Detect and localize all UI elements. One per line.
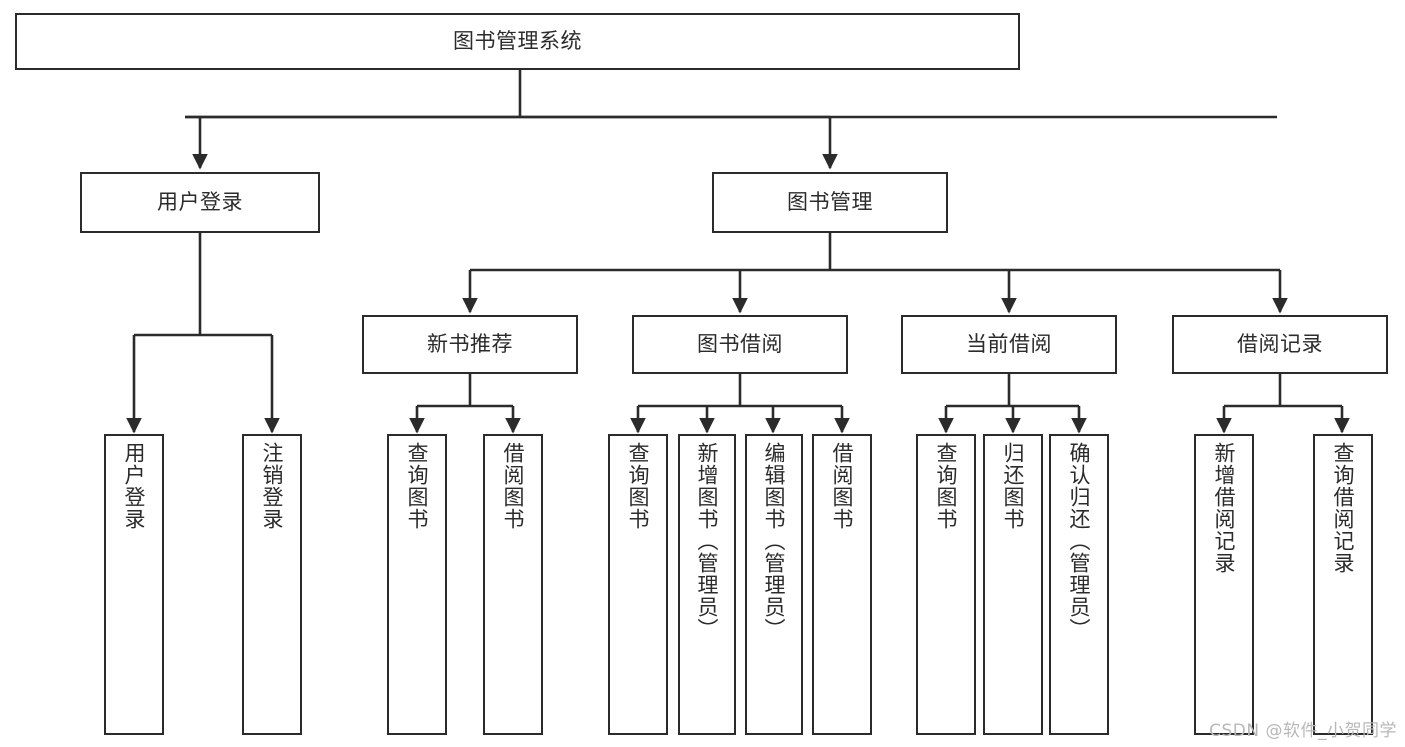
watermark-text: CSDN @软件_小贺同学 — [1209, 721, 1397, 741]
leaf-query-book-2[interactable]: 查询图书 — [608, 434, 668, 735]
node-user-login[interactable]: 用户登录 — [80, 172, 320, 233]
leaf-logout-label: 注销登录 — [260, 442, 285, 530]
node-root[interactable]: 图书管理系统 — [15, 13, 1020, 70]
leaf-user-login-label: 用户登录 — [122, 442, 147, 530]
leaf-borrow-book-2[interactable]: 借阅图书 — [812, 434, 872, 735]
node-new-book-recommend[interactable]: 新书推荐 — [362, 315, 578, 374]
leaf-return-book-label: 归还图书 — [1001, 442, 1026, 530]
leaf-confirm-return-label: 确认归还（管理员） — [1067, 442, 1092, 640]
node-user-login-label: 用户登录 — [157, 189, 243, 214]
leaf-edit-book[interactable]: 编辑图书（管理员） — [745, 434, 803, 735]
leaf-add-book[interactable]: 新增图书（管理员） — [678, 434, 736, 735]
node-book-borrow-label: 图书借阅 — [697, 331, 783, 356]
leaf-borrow-book-2-label: 借阅图书 — [830, 442, 855, 530]
node-borrow-record[interactable]: 借阅记录 — [1172, 315, 1388, 374]
node-current-borrow-label: 当前借阅 — [966, 331, 1052, 356]
node-root-label: 图书管理系统 — [453, 28, 582, 53]
leaf-query-book-1-label: 查询图书 — [405, 442, 430, 530]
leaf-user-login[interactable]: 用户登录 — [104, 434, 164, 735]
node-borrow-record-label: 借阅记录 — [1237, 331, 1323, 356]
leaf-query-book-3[interactable]: 查询图书 — [916, 434, 976, 735]
leaf-borrow-book-1-label: 借阅图书 — [501, 442, 526, 530]
leaf-query-record-label: 查询借阅记录 — [1331, 442, 1356, 574]
node-new-book-recommend-label: 新书推荐 — [427, 331, 513, 356]
leaf-confirm-return[interactable]: 确认归还（管理员） — [1049, 434, 1109, 735]
leaf-add-record-label: 新增借阅记录 — [1212, 442, 1237, 574]
node-book-manage-label: 图书管理 — [787, 189, 873, 214]
node-current-borrow[interactable]: 当前借阅 — [901, 315, 1117, 374]
leaf-add-book-label: 新增图书（管理员） — [695, 442, 720, 640]
leaf-query-book-2-label: 查询图书 — [626, 442, 651, 530]
leaf-query-book-1[interactable]: 查询图书 — [387, 434, 447, 735]
leaf-return-book[interactable]: 归还图书 — [983, 434, 1043, 735]
leaf-query-record[interactable]: 查询借阅记录 — [1313, 434, 1373, 735]
leaf-borrow-book-1[interactable]: 借阅图书 — [483, 434, 543, 735]
leaf-logout[interactable]: 注销登录 — [242, 434, 302, 735]
leaf-query-book-3-label: 查询图书 — [934, 442, 959, 530]
leaf-add-record[interactable]: 新增借阅记录 — [1194, 434, 1254, 735]
leaf-edit-book-label: 编辑图书（管理员） — [762, 442, 787, 640]
node-book-manage[interactable]: 图书管理 — [712, 172, 948, 233]
node-book-borrow[interactable]: 图书借阅 — [632, 315, 848, 374]
